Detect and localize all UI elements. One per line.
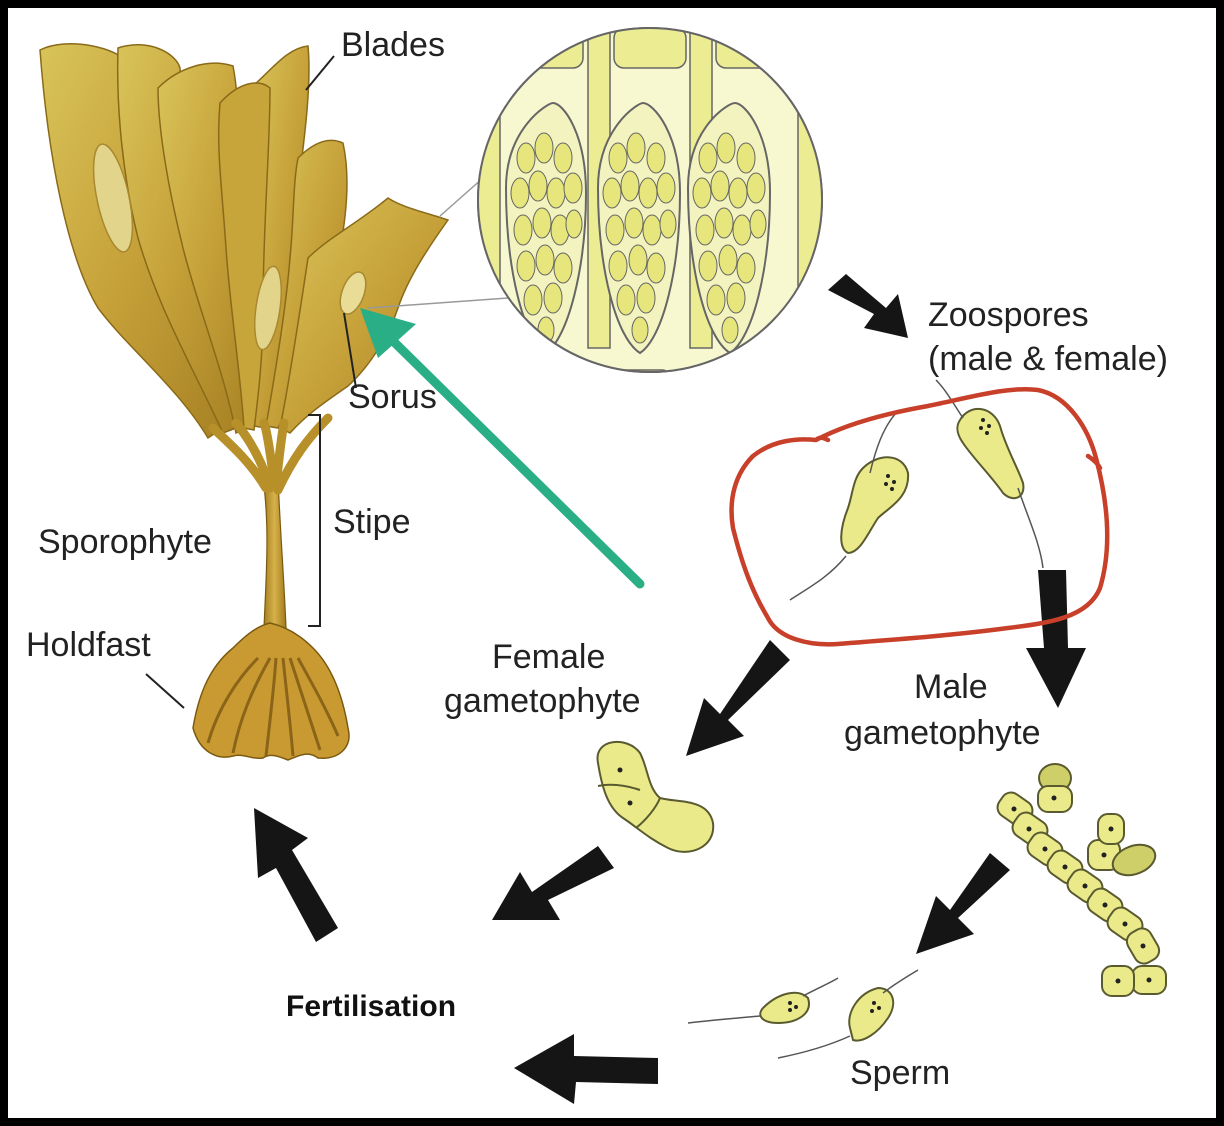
label-zoospores-line1: Zoospores [928, 296, 1089, 334]
zoospores-illustration [790, 380, 1043, 600]
stipe-stem [263, 478, 286, 628]
sorus-magnified-view [368, 18, 823, 410]
label-fertilisation: Fertilisation [286, 990, 456, 1023]
zoospore-2 [957, 409, 1023, 498]
arrow-sorus-to-zoospores [828, 274, 908, 338]
male-gametophyte-illustration [994, 764, 1166, 996]
zoospore-1 [841, 457, 908, 553]
label-zoospores-line2: (male & female) [928, 340, 1168, 378]
label-male-line2: gametophyte [844, 714, 1041, 752]
label-male-line1: Male [914, 668, 988, 706]
holdfast-roots [193, 623, 349, 760]
label-blades: Blades [341, 26, 445, 64]
label-holdfast: Holdfast [26, 626, 151, 664]
arrow-male-to-sperm [916, 853, 1010, 954]
label-sorus: Sorus [348, 378, 437, 416]
kelp-life-cycle-diagram: Blades Sorus Stipe Sporophyte Holdfast Z… [8, 8, 1216, 1118]
arrow-zoospores-to-male [1026, 570, 1086, 708]
zoom-line-top [440, 178, 483, 216]
arrow-sperm-to-fertilisation [514, 1034, 658, 1104]
label-female-line2: gametophyte [444, 682, 641, 720]
sperm-illustration [688, 970, 918, 1058]
label-stipe: Stipe [333, 503, 411, 541]
label-sporophyte: Sporophyte [38, 523, 212, 561]
arrow-female-to-fertilisation [492, 846, 614, 920]
label-sperm: Sperm [850, 1054, 950, 1092]
arrow-zoospores-to-female [686, 640, 790, 756]
arrow-fertilisation-to-sporophyte [254, 808, 338, 942]
label-female-line1: Female [492, 638, 605, 676]
diagram-canvas: Blades Sorus Stipe Sporophyte Holdfast Z… [8, 8, 1216, 1118]
female-gametophyte-illustration [598, 742, 714, 852]
